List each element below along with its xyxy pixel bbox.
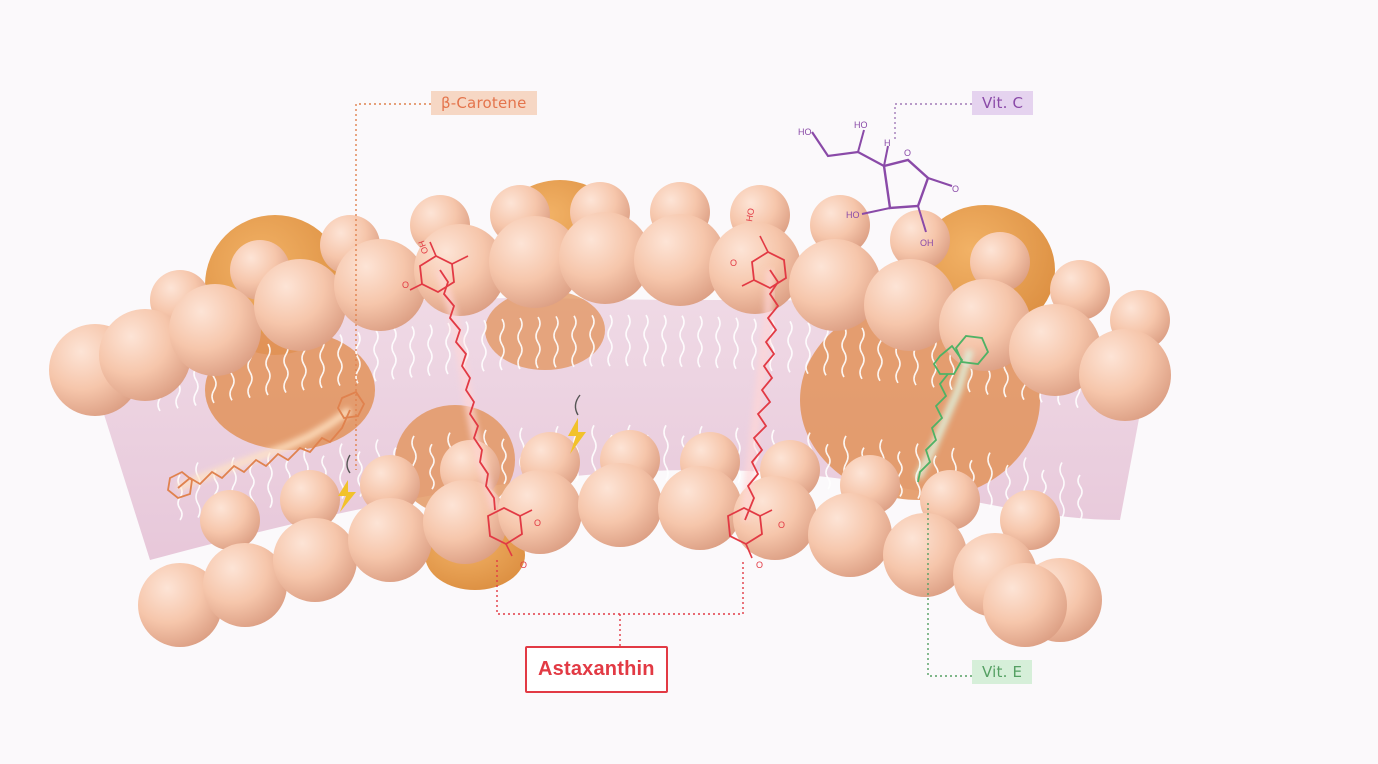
phospholipid-head <box>808 493 892 577</box>
atom-label-o: O <box>520 560 527 570</box>
phospholipid-head <box>254 259 346 351</box>
phospholipid-head <box>273 518 357 602</box>
phospholipid-head <box>334 239 426 331</box>
atom-label-ho: HO <box>846 210 860 220</box>
phospholipid-head <box>709 222 801 314</box>
phospholipid-head <box>169 284 261 376</box>
atom-label-ho: HO <box>798 127 812 137</box>
atom-label-ho: HO <box>854 120 868 130</box>
atom-label-o: O <box>730 258 737 268</box>
atom-label-o: O <box>402 280 409 290</box>
label-vitamin-c: Vit. C <box>972 91 1033 115</box>
phospholipid-head <box>200 490 260 550</box>
atom-label-o: O <box>904 148 911 158</box>
atom-label-o: O <box>778 520 785 530</box>
label-beta-carotene: β-Carotene <box>431 91 537 115</box>
atom-label-h: H <box>884 138 891 148</box>
phospholipid-head <box>578 463 662 547</box>
atom-label-o: O <box>756 560 763 570</box>
label-astaxanthin: Astaxanthin <box>525 646 668 693</box>
phospholipid-head <box>983 563 1067 647</box>
phospholipid-head <box>348 498 432 582</box>
atom-label-oh: OH <box>920 238 934 248</box>
label-vitamin-e: Vit. E <box>972 660 1032 684</box>
connector-astaxanthin <box>497 560 743 614</box>
connector-vitamin-c <box>895 104 972 140</box>
phospholipid-head <box>1079 329 1171 421</box>
phospholipid-head <box>658 466 742 550</box>
atom-label-o: O <box>952 184 959 194</box>
atom-label-o: O <box>534 518 541 528</box>
